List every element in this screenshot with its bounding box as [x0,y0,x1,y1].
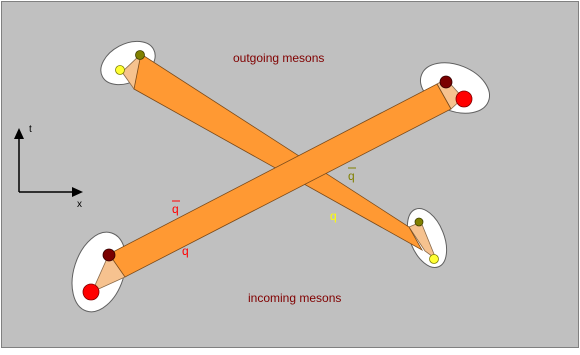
antiquark-olive-dot-incoming [414,217,424,227]
quark-red-dot [455,90,473,108]
flux-tube-red-pair [108,83,452,278]
incoming-mesons-label: incoming mesons [248,291,341,305]
quark-yellow-dot-incoming [429,254,439,264]
t-axis-label: t [29,124,32,135]
antiquark-olive-dot [135,50,145,60]
x-axis-arrowhead [72,187,83,197]
t-axis-arrowhead [14,128,24,139]
antiquark-red-label: q [172,202,179,216]
antiquark-olive-label: q [348,169,355,183]
quark-red-label: q [182,244,189,258]
x-axis-label: x [77,199,82,210]
quark-yellow-label: q [330,209,337,223]
quark-red-dot-incoming [82,283,100,301]
antiquark-darkred-dot [439,75,453,89]
outgoing-mesons-label: outgoing mesons [233,51,324,65]
axes: t x [14,124,83,210]
quark-yellow-dot [115,65,125,75]
antiquark-darkred-dot-incoming [102,248,116,262]
